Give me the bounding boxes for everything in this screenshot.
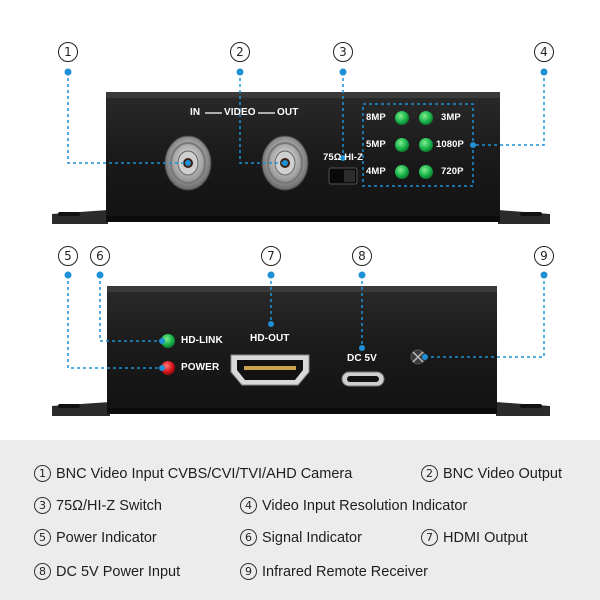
legend-item-3: 3 75Ω/HI-Z Switch (34, 497, 162, 514)
callout-6: 6 (90, 246, 110, 266)
legend-text: BNC Video Output (443, 465, 563, 482)
legend-item-7: 7 HDMI Output (421, 529, 528, 546)
legend-item-2: 2 BNC Video Output (421, 465, 562, 482)
legend-number: 3 (34, 497, 51, 514)
callout-3: 3 (333, 42, 353, 62)
ir-receiver (410, 349, 426, 365)
led-5mp (395, 138, 409, 152)
callout-9: 9 (534, 246, 554, 266)
switch-label: 75Ω HI-Z (323, 152, 364, 163)
hd-link-label: HD-LINK (181, 335, 223, 346)
top-device (52, 92, 550, 224)
led-1080p (419, 138, 433, 152)
dc-5v-label: DC 5V (347, 353, 377, 364)
legend-item-9: 9 Infrared Remote Receiver (240, 563, 428, 580)
bottom-device-body (107, 286, 497, 414)
led-4mp (395, 165, 409, 179)
legend-item-8: 8 DC 5V Power Input (34, 563, 180, 580)
in-label: IN (190, 107, 201, 118)
legend-number: 2 (421, 465, 438, 482)
legend-text: HDMI Output (443, 529, 528, 546)
led-720p (419, 165, 433, 179)
hd-out-label: HD-OUT (250, 333, 290, 344)
legend-number: 1 (34, 465, 51, 482)
legend-number: 5 (34, 529, 51, 546)
legend-text: BNC Video Input CVBS/CVI/TVI/AHD Camera (56, 465, 353, 482)
power-label: POWER (181, 362, 220, 373)
res-720p-label: 720P (441, 166, 464, 177)
callout-7: 7 (261, 246, 281, 266)
callout-lines (67, 72, 545, 369)
legend-item-5: 5 Power Indicator (34, 529, 157, 546)
callout-dots (64, 68, 548, 371)
legend-number: 6 (240, 529, 257, 546)
product-photo: 1 2 3 4 5 6 7 8 9 IN VIDEO OUT 75Ω HI-Z … (52, 42, 554, 416)
legend-number: 7 (421, 529, 438, 546)
hdmi-port (230, 354, 310, 386)
hd-link-led (161, 334, 175, 348)
out-label: OUT (277, 107, 299, 118)
video-label: VIDEO (224, 107, 256, 118)
legend-text: Signal Indicator (262, 529, 362, 546)
legend-text: 75Ω/HI-Z Switch (56, 497, 162, 514)
bottom-device (52, 286, 550, 416)
callout-2: 2 (230, 42, 250, 62)
legend-number: 8 (34, 563, 51, 580)
res-1080p-label: 1080P (436, 139, 464, 150)
dc-5v-port (341, 371, 385, 387)
legend-item-1: 1 BNC Video Input CVBS/CVI/TVI/AHD Camer… (34, 465, 352, 482)
callout-1: 1 (58, 42, 78, 62)
impedance-switch (328, 167, 358, 185)
legend-panel: 1 BNC Video Input CVBS/CVI/TVI/AHD Camer… (0, 440, 600, 600)
legend-text: Power Indicator (56, 529, 157, 546)
led-8mp (395, 111, 409, 125)
legend-text: Video Input Resolution Indicator (262, 497, 468, 514)
device-illustration (52, 68, 550, 416)
callout-5: 5 (58, 246, 78, 266)
callout-8: 8 (352, 246, 372, 266)
legend-number: 9 (240, 563, 257, 580)
res-3mp-label: 3MP (441, 112, 461, 123)
res-8mp-label: 8MP (366, 112, 386, 123)
res-4mp-label: 4MP (366, 166, 386, 177)
legend-item-6: 6 Signal Indicator (240, 529, 362, 546)
legend-number: 4 (240, 497, 257, 514)
legend-text: DC 5V Power Input (56, 563, 181, 580)
power-led (161, 361, 175, 375)
led-3mp (419, 111, 433, 125)
legend-text: Infrared Remote Receiver (262, 563, 429, 580)
callout-4: 4 (534, 42, 554, 62)
legend-item-4: 4 Video Input Resolution Indicator (240, 497, 467, 514)
res-5mp-label: 5MP (366, 139, 386, 150)
